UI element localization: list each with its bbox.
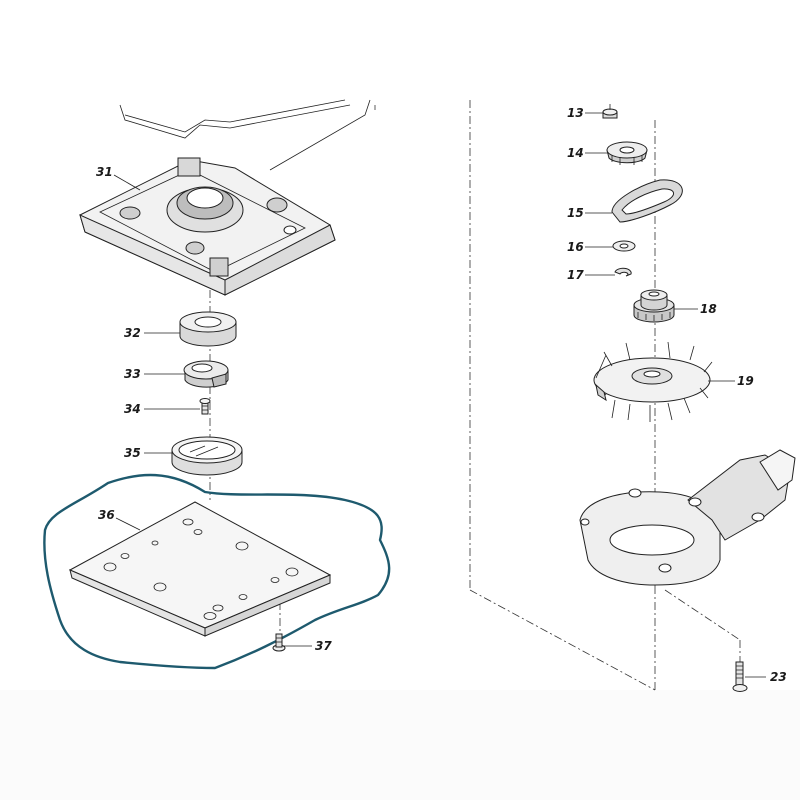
motor-housing: [579, 449, 796, 586]
housing-fragment: [119, 99, 371, 171]
label-32: 32: [124, 326, 141, 340]
part-labels: 13 14 15 16 17 18 19 23 31 32 33 34 35 3…: [96, 106, 787, 684]
label-17: 17: [567, 268, 584, 282]
label-23: 23: [770, 670, 787, 684]
label-36: 36: [98, 508, 115, 522]
base-plate-31: [79, 157, 336, 296]
label-15: 15: [567, 206, 584, 220]
label-37: 37: [315, 639, 332, 653]
bearing-32: [179, 311, 237, 347]
label-14: 14: [567, 146, 584, 160]
label-33: 33: [124, 367, 141, 381]
sanding-plate-36: [68, 501, 332, 637]
nut-13: [602, 104, 618, 119]
fan-19: [593, 341, 713, 422]
bottom-margin: [0, 690, 800, 800]
label-16: 16: [567, 240, 584, 254]
leader-lines: [113, 112, 766, 678]
belt-15: [611, 179, 683, 223]
screw-37: [272, 633, 286, 652]
pulley-14: [606, 141, 648, 165]
label-18: 18: [700, 302, 717, 316]
seal-ring-35: [171, 436, 243, 476]
label-13: 13: [567, 106, 584, 120]
gear-18: [633, 289, 675, 323]
screw-23: [732, 661, 748, 692]
label-35: 35: [124, 446, 141, 460]
washer-16: [612, 240, 636, 252]
label-34: 34: [124, 402, 141, 416]
label-19: 19: [737, 374, 754, 388]
label-31: 31: [96, 165, 113, 179]
screw-34: [199, 398, 211, 415]
eccentric-33: [183, 360, 229, 388]
clip-17: [614, 267, 632, 277]
pad-outline-36: [43, 473, 391, 670]
